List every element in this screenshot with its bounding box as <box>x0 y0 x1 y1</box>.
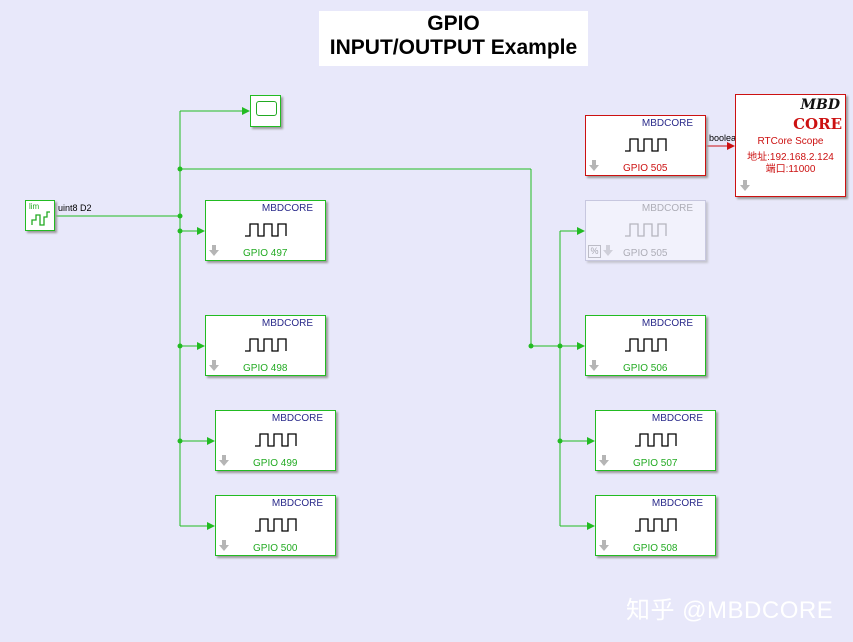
download-arrow-icon <box>599 540 609 551</box>
block-label: GPIO 505 <box>623 163 668 174</box>
watermark: 知乎 @MBDCORE <box>626 597 834 624</box>
pulse-wave-icon <box>625 338 667 352</box>
download-arrow-icon <box>740 180 750 191</box>
mbdcore-logo-line-1: MBD <box>800 97 840 113</box>
gpio-input-block-505[interactable]: MBDCORE GPIO 505 <box>585 115 706 176</box>
gpio-block-505-commented[interactable]: MBDCORE % GPIO 505 <box>585 200 706 261</box>
block-brand: MBDCORE <box>271 498 323 509</box>
block-brand: MBDCORE <box>651 413 703 424</box>
rtcore-scope-block[interactable]: MBD CORE RTCore Scope 地址:192.168.2.124 端… <box>735 94 846 197</box>
pulse-wave-icon <box>245 338 287 352</box>
gpio-block-506[interactable]: MBDCORE GPIO 506 <box>585 315 706 376</box>
commented-out-badge: % <box>588 245 601 258</box>
download-arrow-icon <box>209 245 219 256</box>
lim-label: lim <box>29 202 40 211</box>
gpio-block-498[interactable]: MBDCORE GPIO 498 <box>205 315 326 376</box>
block-label: GPIO 499 <box>253 458 298 469</box>
diagram-title: GPIO INPUT/OUTPUT Example <box>319 11 588 66</box>
block-label: GPIO 500 <box>253 543 298 554</box>
mbdcore-logo-line-2: CORE <box>793 115 842 133</box>
pulse-wave-icon <box>625 223 667 237</box>
download-arrow-icon <box>589 160 599 171</box>
block-label: GPIO 507 <box>633 458 678 469</box>
block-label: GPIO 506 <box>623 363 668 374</box>
rtcore-scope-name: RTCore Scope <box>757 136 824 147</box>
block-brand: MBDCORE <box>641 118 693 129</box>
block-brand: MBDCORE <box>261 318 313 329</box>
block-brand: MBDCORE <box>641 203 693 214</box>
title-line-2: INPUT/OUTPUT Example <box>329 36 578 59</box>
block-brand: MBDCORE <box>271 413 323 424</box>
block-label: GPIO 505 <box>623 248 668 259</box>
boolean-signal-label: boolea <box>709 133 737 143</box>
rtcore-scope-port: 端口:11000 <box>765 164 816 175</box>
pulse-wave-icon <box>255 433 297 447</box>
block-brand: MBDCORE <box>651 498 703 509</box>
download-arrow-icon <box>599 455 609 466</box>
pulse-wave-icon <box>635 518 677 532</box>
pulse-wave-icon <box>245 223 287 237</box>
gpio-block-500[interactable]: MBDCORE GPIO 500 <box>215 495 336 556</box>
block-label: GPIO 498 <box>243 363 288 374</box>
signal-label: uint8 D2 <box>58 203 92 213</box>
pulse-wave-icon <box>625 138 667 152</box>
block-brand: MBDCORE <box>261 203 313 214</box>
download-arrow-icon <box>219 455 229 466</box>
download-arrow-icon <box>219 540 229 551</box>
rtcore-scope-address: 地址:192.168.2.124 <box>747 152 834 163</box>
scope-block[interactable] <box>250 95 281 127</box>
repeating-sequence-block[interactable]: lim <box>25 200 55 231</box>
download-arrow-icon <box>603 245 613 256</box>
scope-icon <box>256 101 277 116</box>
download-arrow-icon <box>209 360 219 371</box>
pulse-wave-icon <box>255 518 297 532</box>
block-label: GPIO 508 <box>633 543 678 554</box>
staircase-icon <box>31 211 50 226</box>
title-line-1: GPIO <box>427 12 480 35</box>
block-brand: MBDCORE <box>641 318 693 329</box>
gpio-block-499[interactable]: MBDCORE GPIO 499 <box>215 410 336 471</box>
gpio-block-508[interactable]: MBDCORE GPIO 508 <box>595 495 716 556</box>
gpio-block-497[interactable]: MBDCORE GPIO 497 <box>205 200 326 261</box>
gpio-block-507[interactable]: MBDCORE GPIO 507 <box>595 410 716 471</box>
pulse-wave-icon <box>635 433 677 447</box>
download-arrow-icon <box>589 360 599 371</box>
block-label: GPIO 497 <box>243 248 288 259</box>
